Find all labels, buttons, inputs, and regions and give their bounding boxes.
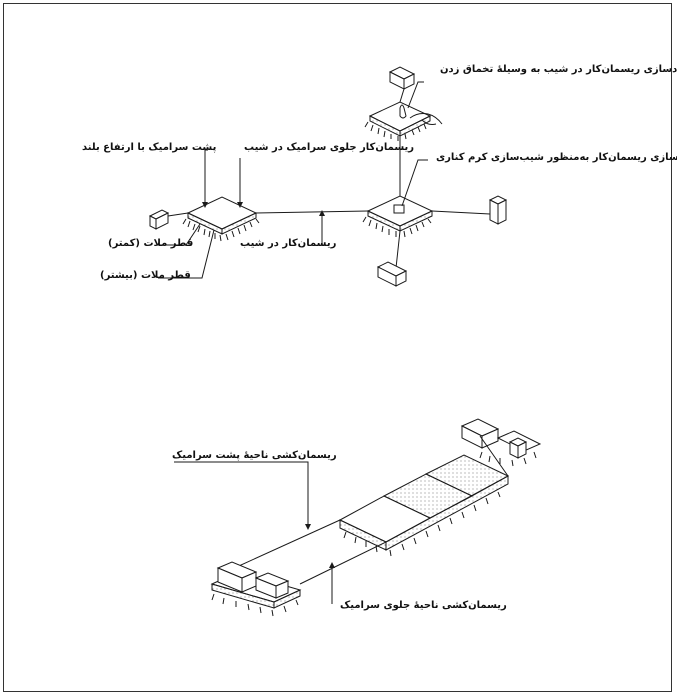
label-line-in-slope: ریسمان‌کار در شیب [240,238,337,249]
tile-run [338,454,510,557]
left-tile [182,196,260,242]
figure-frame [3,3,672,692]
center-tile [362,195,434,238]
brick-top [388,66,416,90]
label-tile-back: پشت سرامیک با ارتفاع بلند [82,142,217,153]
near-bricks [216,561,290,599]
label-mortar-more: قطر ملات (بیشتر) [100,270,191,281]
bottom-figure [174,418,542,617]
brick-right [488,195,508,225]
label-front-string: ریسمان‌کشی ناحیهٔ جلوی سرامیک [340,600,507,611]
label-mortar-less: قطر ملات (کمتر) [108,238,194,249]
brick-left [148,209,170,230]
leader-lines [158,81,428,279]
leader-arrows [202,202,325,216]
label-free-line: آزادسازی ریسمان‌کار در شیب به وسیلهٔ تخم… [440,64,677,75]
label-secure-line: مهارسازی ریسمان‌کار به‌منظور شیب‌سازی کر… [436,152,677,163]
top-tile [364,101,443,141]
far-bricks [460,418,542,459]
label-back-string: ریسمان‌کشی ناحیهٔ پشت سرامیک [172,450,337,461]
top-figure [148,66,508,287]
label-front-line: ریسمان‌کار جلوی سرامیک در شیب [244,142,415,153]
brick-bottom [376,261,408,287]
